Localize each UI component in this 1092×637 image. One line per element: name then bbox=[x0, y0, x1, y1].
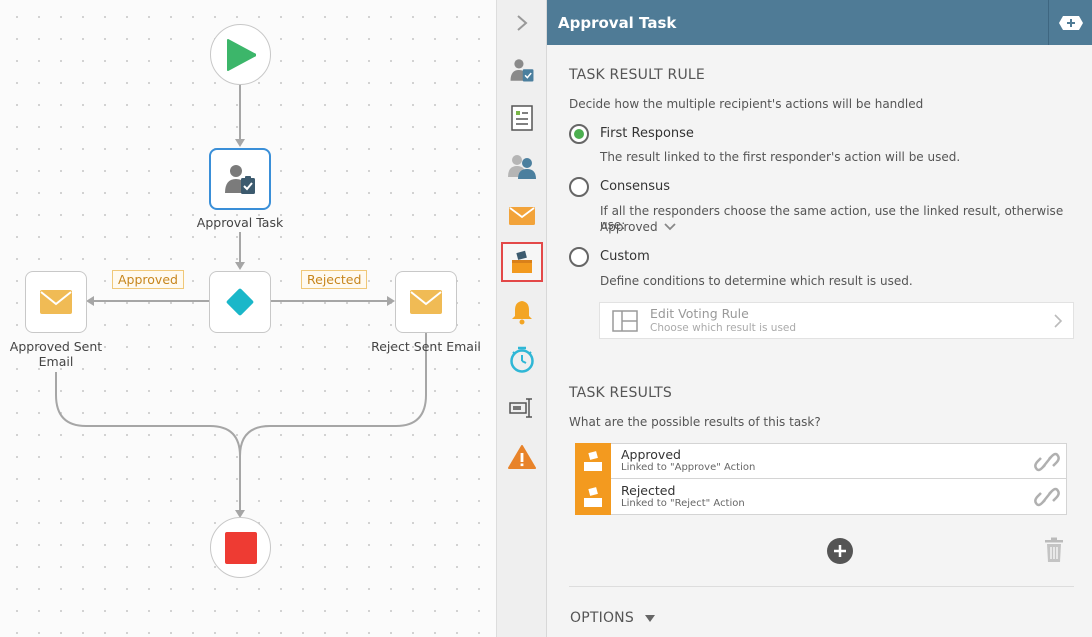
panel-header: Approval Task bbox=[547, 0, 1092, 45]
reject-email-node[interactable] bbox=[395, 271, 457, 333]
approved-email-node-label: Approved Sent Email bbox=[9, 339, 103, 369]
radio-selected-dot bbox=[574, 129, 584, 139]
email-icon bbox=[509, 207, 535, 225]
task-result-title: Approved bbox=[621, 447, 681, 462]
layout-panel-icon bbox=[612, 309, 638, 332]
tool-form[interactable] bbox=[501, 98, 543, 138]
radio-first-response-label[interactable]: First Response bbox=[600, 126, 694, 141]
stop-node[interactable] bbox=[210, 517, 271, 578]
reject-email-node-label: Reject Sent Email bbox=[371, 339, 481, 354]
add-icon bbox=[1058, 15, 1083, 30]
consensus-help: If all the responders choose the same ac… bbox=[600, 204, 1064, 232]
edge-tag-approved[interactable]: Approved bbox=[112, 270, 184, 289]
consensus-fallback-select[interactable]: Approved bbox=[600, 220, 677, 234]
email-icon bbox=[410, 290, 442, 314]
link-icon[interactable] bbox=[1034, 450, 1060, 474]
recipients-icon bbox=[508, 155, 536, 179]
properties-panel: Approval Task TASK RESULT RULE Decide ho… bbox=[547, 0, 1092, 637]
notification-bell-icon bbox=[512, 301, 532, 325]
task-result-row-approved[interactable]: Approved Linked to "Approve" Action bbox=[575, 443, 1067, 479]
tool-approval-task[interactable] bbox=[501, 50, 543, 90]
form-icon bbox=[511, 105, 533, 131]
add-result-button[interactable] bbox=[827, 538, 853, 564]
chevron-right-icon bbox=[517, 15, 528, 31]
task-result-subtitle: Linked to "Approve" Action bbox=[621, 462, 756, 473]
decision-node[interactable] bbox=[209, 271, 271, 333]
timer-icon bbox=[510, 346, 534, 373]
radio-consensus[interactable] bbox=[569, 177, 589, 197]
start-node[interactable] bbox=[210, 24, 271, 85]
task-result-icon bbox=[575, 443, 611, 479]
workflow-canvas[interactable]: Approval Task Approved Rejected Approved… bbox=[0, 0, 497, 637]
tool-task-result[interactable] bbox=[501, 242, 543, 282]
task-results-heading: TASK RESULTS bbox=[569, 385, 672, 401]
tool-timer[interactable] bbox=[501, 340, 543, 380]
stop-icon bbox=[224, 531, 257, 564]
plus-icon bbox=[834, 545, 846, 557]
warning-icon bbox=[508, 445, 536, 469]
email-icon bbox=[40, 290, 72, 314]
edge-tag-rejected[interactable]: Rejected bbox=[301, 270, 368, 289]
task-result-title: Rejected bbox=[621, 482, 676, 498]
task-result-icon bbox=[512, 250, 532, 273]
chevron-right-icon bbox=[1054, 314, 1063, 328]
task-result-icon bbox=[575, 478, 611, 515]
link-icon[interactable] bbox=[1034, 485, 1060, 509]
task-result-row-rejected[interactable]: Rejected Linked to "Reject" Action bbox=[575, 478, 1067, 515]
edit-voting-rule-subtitle: Choose which result is used bbox=[650, 321, 797, 334]
task-results-description: What are the possible results of this ta… bbox=[569, 415, 821, 429]
delete-result-button[interactable] bbox=[1044, 537, 1064, 567]
custom-help: Define conditions to determine which res… bbox=[600, 274, 913, 288]
tool-recipients[interactable] bbox=[501, 146, 543, 186]
ballot-box-icon bbox=[584, 451, 602, 471]
workflow-connectors bbox=[55, 85, 427, 518]
approved-email-node[interactable] bbox=[25, 271, 87, 333]
tool-warning[interactable] bbox=[501, 437, 543, 477]
properties-toolbar bbox=[497, 0, 547, 637]
decision-diamond-icon bbox=[226, 288, 254, 316]
first-response-help: The result linked to the first responder… bbox=[600, 150, 961, 164]
approval-task-icon bbox=[510, 59, 534, 82]
chevron-down-icon bbox=[663, 223, 676, 231]
approval-task-node-label: Approval Task bbox=[196, 215, 284, 230]
task-result-rule-heading: TASK RESULT RULE bbox=[569, 67, 705, 83]
radio-consensus-label[interactable]: Consensus bbox=[600, 179, 671, 194]
panel-title: Approval Task bbox=[558, 13, 677, 32]
options-heading: OPTIONS bbox=[570, 610, 634, 626]
edit-voting-rule-title: Edit Voting Rule bbox=[650, 305, 749, 321]
tool-text-field[interactable] bbox=[501, 388, 543, 428]
approval-task-icon bbox=[225, 165, 255, 194]
panel-header-button[interactable] bbox=[1048, 0, 1092, 45]
trash-icon bbox=[1045, 537, 1063, 562]
play-icon bbox=[226, 38, 256, 71]
tool-notification[interactable] bbox=[501, 292, 543, 332]
radio-custom-label[interactable]: Custom bbox=[600, 249, 650, 264]
task-results-list: Approved Linked to "Approve" Action bbox=[575, 443, 1067, 515]
consensus-fallback-value: Approved bbox=[600, 220, 658, 234]
text-field-icon bbox=[509, 398, 532, 418]
options-section-toggle[interactable]: OPTIONS bbox=[570, 610, 656, 626]
radio-first-response[interactable] bbox=[569, 124, 589, 144]
task-result-subtitle: Linked to "Reject" Action bbox=[621, 497, 745, 509]
caret-down-icon bbox=[644, 615, 655, 622]
edit-voting-rule-button[interactable]: Edit Voting Rule Choose which result is … bbox=[599, 302, 1074, 339]
section-divider bbox=[569, 586, 1074, 587]
radio-custom[interactable] bbox=[569, 247, 589, 267]
task-result-rule-description: Decide how the multiple recipient's acti… bbox=[569, 97, 924, 111]
ballot-box-icon bbox=[584, 486, 602, 507]
approval-task-node[interactable] bbox=[209, 148, 271, 210]
tool-email[interactable] bbox=[501, 196, 543, 236]
collapse-panel-button[interactable] bbox=[501, 3, 543, 43]
